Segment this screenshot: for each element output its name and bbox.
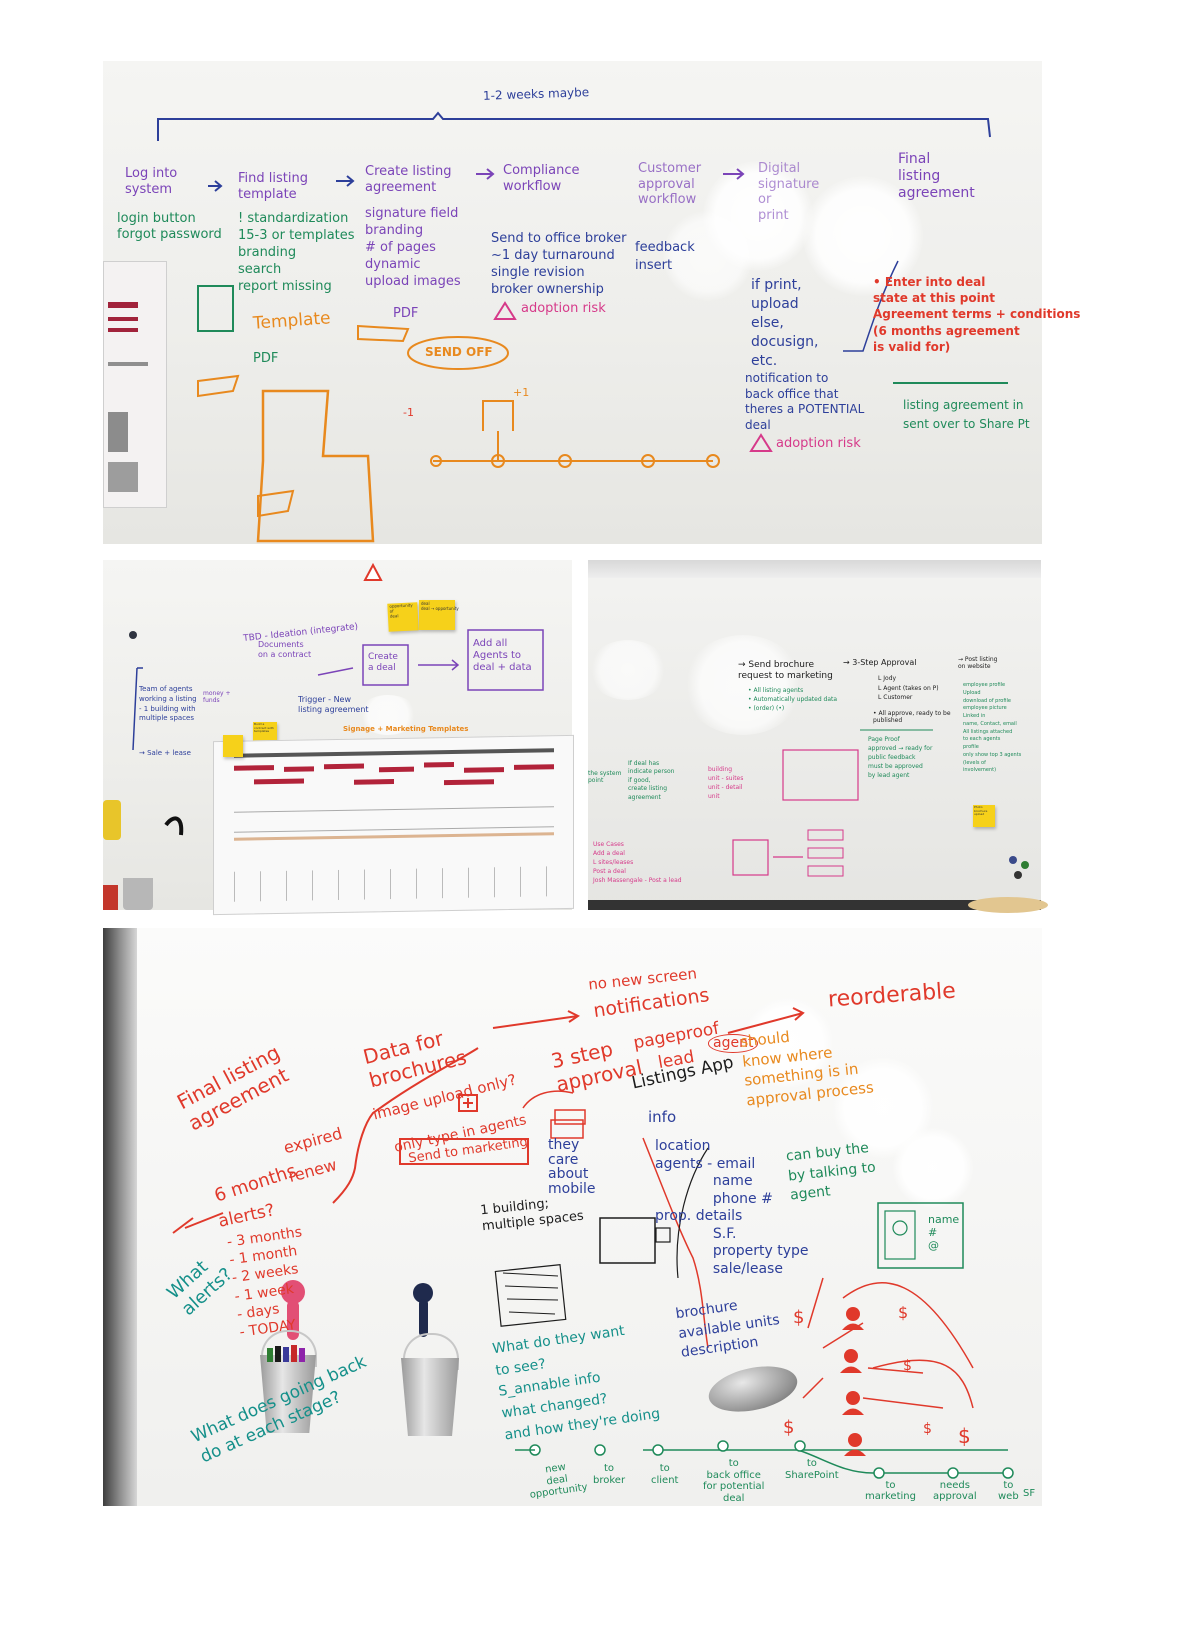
timeline-stage: to marketing <box>865 1480 916 1502</box>
post-listing: → Post listing on website <box>958 656 998 671</box>
send-off-label: SEND OFF <box>425 345 493 359</box>
panel2-drawings <box>129 562 544 836</box>
use-cases: Use Cases Add a deal L sites/leases Post… <box>593 841 682 884</box>
green-note: can buy the by talking to agent <box>785 1140 877 1204</box>
add-agents: Add all Agents to deal + data <box>473 638 532 673</box>
board-frame <box>103 928 137 1506</box>
pdf-label: PDF <box>253 351 279 366</box>
panel3-drawings <box>588 729 1048 913</box>
adoption-risk: adoption risk <box>521 301 606 316</box>
panel4-drawings: $ $ $ $ $ $ <box>172 1007 1014 1479</box>
should-know-note: should know where something is in approv… <box>739 1027 875 1109</box>
approval-steps: L Jody L Agent (takes on P) L Customer <box>878 675 939 702</box>
step-title: Find listing template <box>238 171 308 202</box>
bucket-with-markers <box>253 1280 323 1433</box>
notification-note: notification to back office that theres … <box>745 371 865 432</box>
employee-profile: employee profile Upload download of prof… <box>963 682 1022 774</box>
svg-text:$: $ <box>958 1424 971 1448</box>
minus-one: -1 <box>403 406 414 419</box>
svg-text:$: $ <box>783 1417 794 1438</box>
system-point: the system point <box>588 770 622 785</box>
timeline-stage: to SharePoint <box>785 1458 839 1481</box>
info-list: location agents - email name phone # pro… <box>655 1138 809 1277</box>
step-details: signature field branding # of pages dyna… <box>365 206 461 289</box>
step-title: Create listing agreement <box>365 164 452 195</box>
step-details: login button forgot password <box>117 211 222 242</box>
timeline-stage: to broker <box>593 1463 626 1486</box>
agent-label: agent <box>708 1034 759 1053</box>
timeline-stage: to client <box>651 1463 679 1486</box>
timeline-stage: needs approval <box>933 1480 977 1502</box>
bucket <box>397 1283 467 1436</box>
adoption-risk: adoption risk <box>776 436 861 451</box>
whiteboard-surface <box>103 61 1042 544</box>
all-approve: • All approve, ready to be published <box>873 710 951 725</box>
building-note: building unit - suites unit - detail uni… <box>708 766 744 800</box>
money-note: money + funds <box>203 690 231 705</box>
step-details: ! standardization 15-3 or templates bran… <box>238 211 355 294</box>
svg-text:$: $ <box>903 1358 912 1374</box>
send-brochure: → Send brochure request to marketing <box>738 660 833 681</box>
pdf-label: PDF <box>393 306 419 321</box>
info-heading: info <box>648 1108 677 1126</box>
name-card: name # @ <box>928 1213 960 1253</box>
whiteboard-photo-bottom: $ $ $ $ $ $ Final listing agreement 6 mo… <box>103 928 1042 1506</box>
trigger-note: Trigger - New listing agreement <box>298 695 369 714</box>
whiteboard-surface <box>588 560 1041 910</box>
svg-text:$: $ <box>793 1307 804 1328</box>
enter-deal-note: • Enter into deal state at this point Ag… <box>873 275 1081 354</box>
timeline-stage: to back office for potential deal <box>703 1458 765 1504</box>
brochure-bullets: • All listing agents • Automatically upd… <box>748 687 838 712</box>
page-proof-note: Page Proof approved → ready for public f… <box>868 736 933 779</box>
step-title: Compliance workflow <box>503 163 580 194</box>
timeline-stage: to web <box>998 1480 1019 1502</box>
step-title: Log into system <box>125 166 178 197</box>
they-care-note: they care about mobile <box>548 1137 596 1198</box>
create-deal: Create a deal <box>368 652 398 673</box>
journey-map-poster <box>213 734 574 916</box>
step-title: Digital signature or print <box>758 161 820 223</box>
what-see-note: What do they want to see? S_annable info… <box>491 1322 662 1444</box>
pinned-document <box>103 261 167 508</box>
sale-lease: → Sale + lease <box>139 749 191 757</box>
whiteboard-photo-mid-right: Photo brochure upload → Send brochure re… <box>588 560 1048 913</box>
team-note: Team of agents working a listing - 1 bui… <box>139 685 197 723</box>
svg-text:$: $ <box>923 1421 932 1437</box>
step-title: Final listing agreement <box>898 151 975 201</box>
three-step-approval: → 3-Step Approval <box>843 658 917 667</box>
step-details: feedback insert <box>635 240 695 274</box>
step-details: Send to office broker ~1 day turnaround … <box>491 231 627 297</box>
step-details: if print, upload else, docusign, etc. <box>751 277 819 369</box>
panel1-drawings <box>157 111 1008 543</box>
plus-one: +1 <box>513 386 530 399</box>
documents-note: Documents on a contract <box>258 640 312 659</box>
sf-label: SF <box>1023 1488 1036 1499</box>
sticky-note: opportunity of deal <box>387 602 419 632</box>
listing-sent-note: listing agreement in sent over to Share … <box>903 398 1030 432</box>
sticky-note: deal deal → opportunity <box>419 600 459 630</box>
svg-text:$: $ <box>898 1303 908 1322</box>
alert-list: - 3 months - 1 month - 2 weeks - 1 week … <box>225 1224 303 1341</box>
whiteboard-photo-mid-left: opportunity of deal deal deal → opportun… <box>103 560 574 916</box>
step-title: Customer approval workflow <box>638 161 702 208</box>
whiteboard-photo-top: 1-2 weeks maybe Log into system Find lis… <box>103 61 1080 544</box>
templates-note: Signage + Marketing Templates <box>343 725 469 733</box>
if-deal-note: If deal has indicate person if good, cre… <box>628 760 675 801</box>
